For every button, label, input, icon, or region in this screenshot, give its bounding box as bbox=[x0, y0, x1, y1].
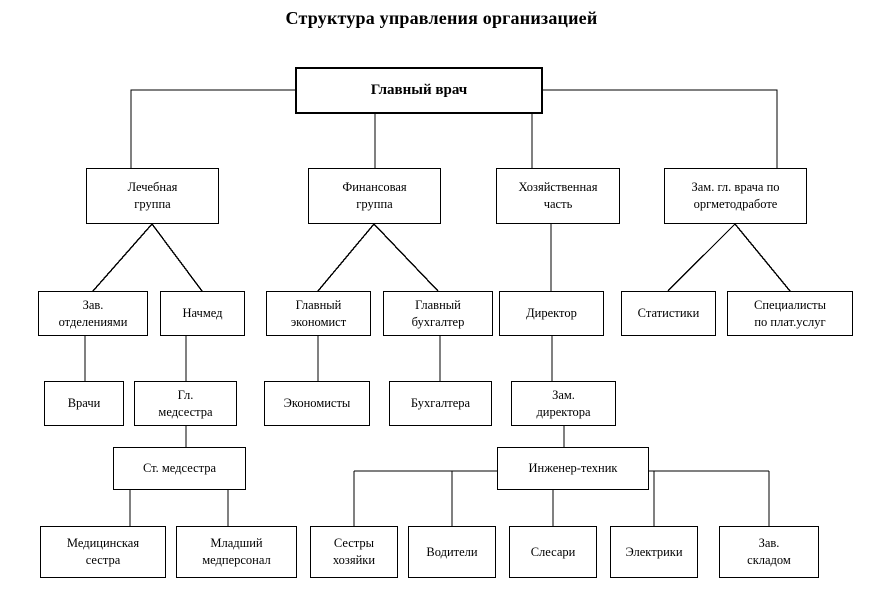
edge-root-to-zam-gl-vracha bbox=[543, 89, 778, 168]
node-glavnyj-ekonomist[interactable]: Главный экономист bbox=[266, 291, 371, 336]
node-glavnyj-vrach[interactable]: Главный врач bbox=[295, 67, 543, 114]
node-inzhener-tehnik[interactable]: Инженер-техник bbox=[497, 447, 649, 490]
node-hozyajstvennaya-chast[interactable]: Хозяйственная часть bbox=[496, 168, 620, 224]
node-ekonomisty[interactable]: Экономисты bbox=[264, 381, 370, 426]
node-sestry-hozyajki[interactable]: Сестры хозяйки bbox=[310, 526, 398, 578]
node-medicinskaya-sestra[interactable]: Медицинская сестра bbox=[40, 526, 166, 578]
node-statistiki[interactable]: Статистики bbox=[621, 291, 716, 336]
node-elektriki[interactable]: Электрики bbox=[610, 526, 698, 578]
node-st-medsestra[interactable]: Ст. медсестра bbox=[113, 447, 246, 490]
node-voditeli[interactable]: Водители bbox=[408, 526, 496, 578]
node-gl-medsestra[interactable]: Гл. медсестра bbox=[134, 381, 237, 426]
edge-lechebnaya-to-nachmed bbox=[151, 223, 203, 292]
node-lechebnaya-gruppa[interactable]: Лечебная группа bbox=[86, 168, 219, 224]
node-slesari[interactable]: Слесари bbox=[509, 526, 597, 578]
node-buhgaltera[interactable]: Бухгалтера bbox=[389, 381, 492, 426]
node-direktor[interactable]: Директор bbox=[499, 291, 604, 336]
node-zav-otdeleniyami[interactable]: Зав. отделениями bbox=[38, 291, 148, 336]
edge-root-to-lechebnaya bbox=[130, 89, 295, 168]
node-specialisty-po-plat-uslug[interactable]: Специалисты по плат.услуг bbox=[727, 291, 853, 336]
edge-finansovaya-to-glavnyj-buhgalter bbox=[373, 223, 439, 292]
node-glavnyj-buhgalter[interactable]: Главный бухгалтер bbox=[383, 291, 493, 336]
node-nachmed[interactable]: Начмед bbox=[160, 291, 245, 336]
node-vrachi[interactable]: Врачи bbox=[44, 381, 124, 426]
node-mladshij-medpersonal[interactable]: Младший медперсонал bbox=[176, 526, 297, 578]
edge-zam-gl-vracha-to-specialisty bbox=[734, 223, 791, 292]
edge-zam-gl-vracha-to-statistiki bbox=[667, 223, 736, 292]
node-zav-skladom[interactable]: Зав. складом bbox=[719, 526, 819, 578]
edge-lechebnaya-to-zav-otdeleniyami bbox=[92, 223, 153, 292]
node-zam-direktora[interactable]: Зам. директора bbox=[511, 381, 616, 426]
edge-finansovaya-to-glavnyj-ekonomist bbox=[317, 223, 375, 292]
node-finansovaya-gruppa[interactable]: Финансовая группа bbox=[308, 168, 441, 224]
node-zam-gl-vracha[interactable]: Зам. гл. врача по оргметодработе bbox=[664, 168, 807, 224]
page-title: Структура управления организацией bbox=[285, 8, 598, 28]
